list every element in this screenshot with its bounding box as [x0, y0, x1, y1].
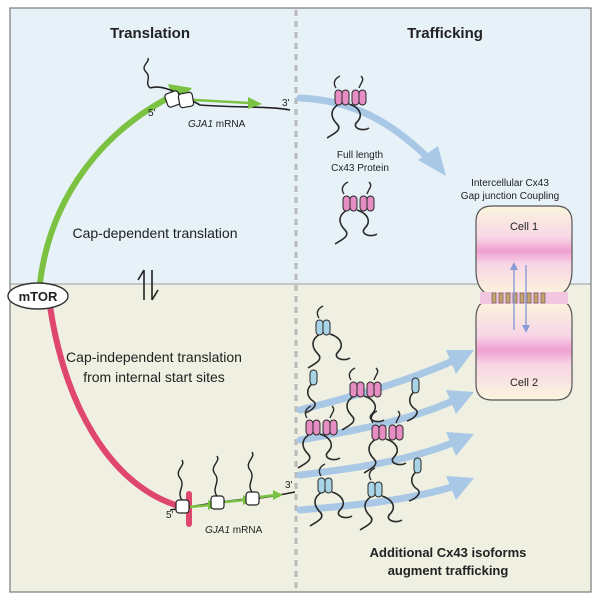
mrna-bottom-five-prime: 5' — [166, 510, 174, 521]
isoforms-line1: Additional Cx43 isoforms — [370, 545, 527, 560]
gap-junction-channels — [491, 292, 546, 304]
cell-2-label: Cell 2 — [510, 377, 538, 389]
full-length-line2: Cx43 Protein — [331, 163, 389, 174]
mrna-top-five-prime: 5' — [148, 108, 156, 119]
mrna-top-three-prime: 3' — [282, 98, 290, 109]
isoforms-line2: augment trafficking — [388, 563, 509, 578]
intercellular-line1: Intercellular Cx43 — [471, 178, 549, 189]
mrna-top-label: GJA1 mRNA — [188, 119, 246, 130]
cap-independent-line1: Cap-independent translation — [66, 349, 242, 365]
cell-1-label: Cell 1 — [510, 221, 538, 233]
cap-dependent-activation-arrow — [37, 89, 183, 286]
top-trafficking-arrowhead — [418, 146, 446, 176]
full-length-line1: Full length — [337, 150, 383, 161]
mrna-bottom-suffix: mRNA — [230, 525, 263, 536]
mrna-top-gene: GJA1 — [188, 119, 213, 130]
mtor-node — [7, 282, 69, 310]
mrna-bottom-label: GJA1 mRNA — [205, 525, 263, 536]
mrna-bottom-three-prime: 3' — [285, 480, 293, 491]
trafficking-header: Trafficking — [407, 25, 483, 42]
mrna-bottom-gene: GJA1 — [205, 525, 230, 536]
equilibrium-arrows — [137, 269, 159, 301]
exchange-arrowhead-down — [522, 325, 530, 333]
cap-independent-line2: from internal start sites — [83, 369, 225, 385]
bottom-trafficking-arrows — [296, 350, 474, 514]
cell-1 — [475, 205, 573, 297]
cap-dependent-label: Cap-dependent translation — [72, 225, 237, 241]
mtor-label: mTOR — [19, 289, 58, 304]
gja1-mrna-top — [143, 57, 291, 111]
mrna-top-suffix: mRNA — [213, 119, 246, 130]
translation-header: Translation — [110, 25, 190, 42]
exchange-arrowhead-up — [510, 262, 518, 270]
cell-pair — [475, 205, 573, 401]
cap-independent-inhibition-arrow — [45, 287, 189, 511]
top-trafficking-arrow — [296, 94, 434, 164]
intercellular-line2: Gap junction Coupling — [461, 191, 559, 202]
gja1-mrna-bottom — [169, 451, 296, 514]
